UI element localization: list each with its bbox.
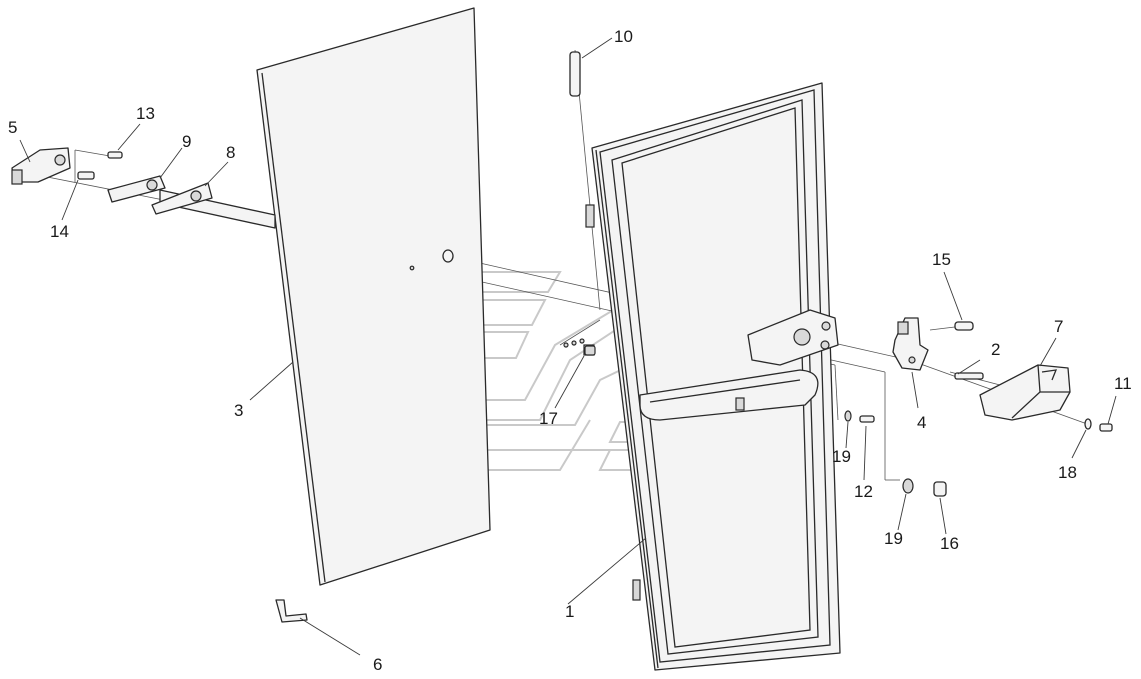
- callout-2: 2: [991, 340, 1000, 359]
- callout-labels: 1 2 3 4 5 6 7 8 9 10 11 12 13 14 15 16 1…: [8, 27, 1132, 674]
- callout-13: 13: [136, 104, 155, 123]
- callout-6: 6: [373, 655, 382, 674]
- callout-12: 12: [854, 482, 873, 501]
- callout-19a: 19: [832, 447, 851, 466]
- callout-10: 10: [614, 27, 633, 46]
- handle-cover: [979, 364, 1071, 421]
- callout-5: 5: [8, 118, 17, 137]
- callout-8: 8: [226, 143, 235, 162]
- callout-1: 1: [565, 602, 574, 621]
- callout-11: 11: [1114, 374, 1132, 393]
- hinge-plate-8: [151, 182, 213, 215]
- nut-16: [933, 481, 947, 497]
- hinge-block: [11, 147, 71, 185]
- callout-3: 3: [234, 401, 243, 420]
- screw-14: [77, 171, 95, 180]
- callout-15: 15: [932, 250, 951, 269]
- washer-19-lower: [902, 478, 914, 494]
- door-frame: [591, 82, 841, 671]
- callout-9: 9: [182, 132, 191, 151]
- callout-4: 4: [917, 413, 926, 432]
- screw-2: [954, 372, 984, 380]
- screw-12: [859, 415, 875, 423]
- hinge-pin: [569, 51, 581, 97]
- glass-washer: [409, 249, 454, 271]
- callout-7: 7: [1054, 317, 1063, 336]
- door-handle-tube: [639, 369, 819, 421]
- hinge-plate-9: [107, 175, 166, 203]
- bolt-15: [954, 321, 974, 331]
- callout-14: 14: [50, 222, 69, 241]
- glass-panel: [256, 7, 491, 586]
- small-fasteners-17: [563, 338, 596, 356]
- hinge-bracket: [747, 309, 839, 366]
- screw-13: [107, 151, 123, 159]
- callout-16: 16: [940, 534, 959, 553]
- callout-17: 17: [539, 409, 558, 428]
- callout-19b: 19: [884, 529, 903, 548]
- door-latch: [892, 317, 929, 371]
- washer-18: [1084, 418, 1092, 430]
- leader-lines: [19, 37, 1117, 656]
- washer-19-upper: [844, 410, 852, 422]
- callout-18: 18: [1058, 463, 1077, 482]
- screw-11: [1099, 423, 1113, 432]
- hex-key: [275, 599, 308, 623]
